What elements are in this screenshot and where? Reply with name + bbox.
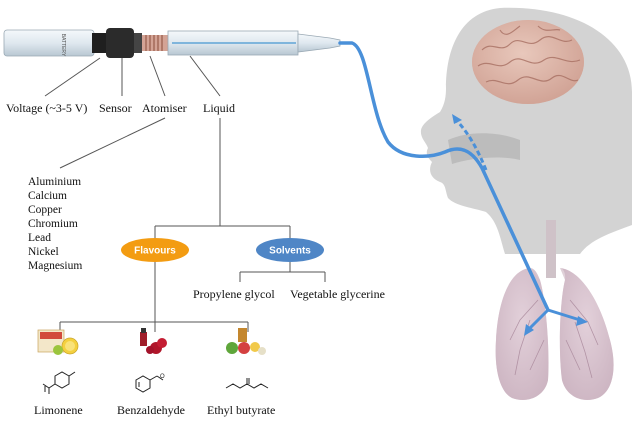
arrow-up-icon — [452, 114, 462, 124]
limonene-structure — [42, 371, 76, 394]
metal-item: Aluminium — [28, 176, 81, 188]
metals-list: Aluminium Calcium Copper Chromium Lead N… — [28, 176, 82, 272]
metal-item: Chromium — [28, 218, 78, 230]
solvent-item: Vegetable glycerine — [290, 287, 385, 301]
mouthpiece — [297, 33, 341, 53]
flavours-label: Flavours — [134, 246, 176, 257]
solvents-pill-shape — [256, 238, 324, 262]
trachea — [546, 220, 556, 278]
ethyl-butyrate-structure — [225, 378, 269, 389]
flavour-example-label: Benzaldehyde — [117, 403, 185, 417]
right-bronchus-line — [547, 308, 581, 322]
metal-item: Copper — [28, 204, 62, 216]
lungs-icon — [495, 220, 614, 400]
battery-body — [3, 29, 95, 57]
svg-text:O: O — [160, 374, 165, 380]
atomiser-label: Atomiser — [142, 101, 187, 115]
left-bronchus-line — [526, 308, 550, 332]
arrow-left-icon — [524, 324, 534, 336]
metal-item: Magnesium — [28, 260, 82, 272]
aerosol-path — [338, 41, 588, 336]
metal-item: Calcium — [28, 190, 67, 202]
liquid-tree-lines — [59, 118, 326, 332]
flavour-example-label: Limonene — [34, 403, 83, 417]
cherry-icon — [140, 328, 167, 354]
voltage-label: Voltage (~3-5 V) — [6, 101, 87, 115]
brain-icon — [472, 20, 584, 104]
battery-text: BATTERY — [60, 34, 66, 57]
liquid-label: Liquid — [203, 101, 235, 115]
metal-item: Lead — [28, 232, 51, 244]
solvents-label: Solvents — [269, 246, 311, 257]
benzaldehyde-structure: O — [135, 374, 165, 393]
arrow-right-icon — [576, 316, 588, 326]
sensor-block — [92, 33, 106, 53]
sensor-label: Sensor — [99, 101, 132, 115]
flavour-example-label: Ethyl butyrate — [207, 403, 275, 417]
metal-item: Nickel — [28, 246, 59, 258]
flavours-pill-shape — [121, 238, 189, 262]
solvents-pill: Solvents — [256, 238, 324, 262]
sensor-ring — [134, 33, 142, 53]
aerosol-route-line — [338, 41, 550, 312]
e-cigarette-device: BATTERY — [3, 28, 341, 58]
sensor-cap — [106, 28, 134, 58]
mixed-fruit-icon — [226, 328, 266, 355]
oral-cavity — [448, 133, 520, 164]
atomiser-to-metals-line — [59, 117, 166, 169]
solvent-item: Propylene glycol — [193, 287, 275, 301]
component-leader-lines — [44, 55, 221, 97]
coil-windings — [145, 35, 163, 51]
citrus-fruit-icon — [37, 329, 79, 355]
flavours-pill: Flavours — [121, 238, 189, 262]
